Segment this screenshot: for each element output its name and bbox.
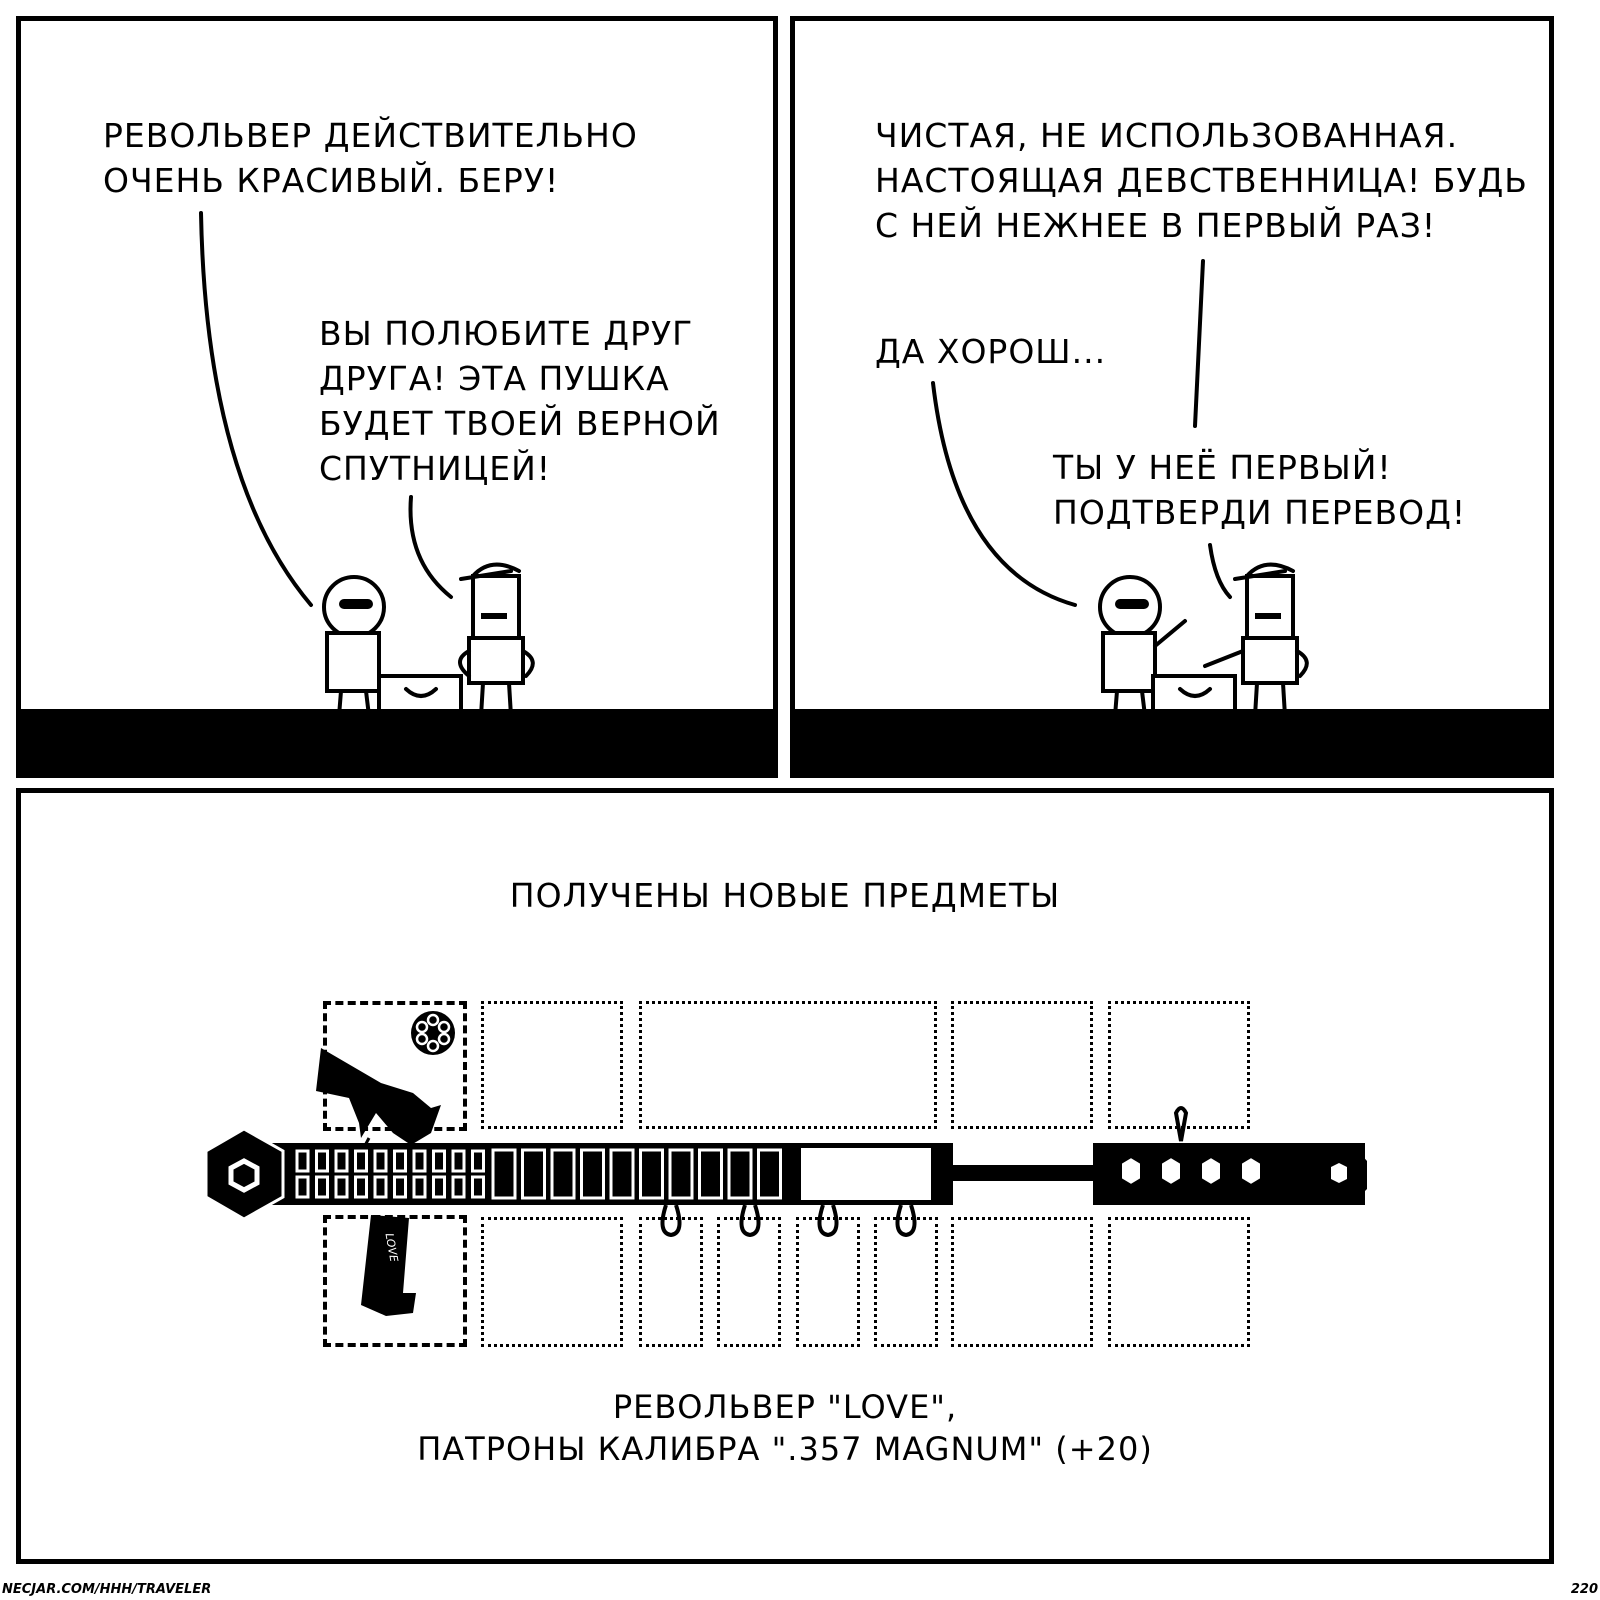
ammo-cell <box>451 1149 466 1173</box>
ammo-cell <box>727 1148 753 1200</box>
ammo-cell <box>609 1148 635 1200</box>
items-line-1: РЕВОЛЬВЕР "LOVE", <box>612 1388 958 1426</box>
ammo-cell <box>668 1148 694 1200</box>
ammo-cell <box>757 1148 782 1200</box>
ammo-cell <box>393 1149 407 1173</box>
ammo-cell <box>315 1149 329 1173</box>
ammo-cell <box>412 1149 427 1173</box>
speech-seller-bottom: ТЫ У НЕЁ ПЕРВЫЙ! ПОДТВЕРДИ ПЕРЕВОД! <box>1053 448 1467 532</box>
ammo-cell <box>354 1175 368 1199</box>
speech-tail <box>1208 543 1232 599</box>
speech-tail <box>408 495 453 599</box>
ammo-cell <box>432 1149 446 1173</box>
ammo-cell <box>393 1175 407 1199</box>
speech-customer: ДА ХОРОШ... <box>875 332 1107 371</box>
inventory-heading: ПОЛУЧЕНЫ НОВЫЕ ПРЕДМЕТЫ <box>509 876 1061 915</box>
inventory-bar <box>204 1011 1367 1316</box>
ammo-cell <box>491 1148 517 1200</box>
ammo-cell <box>295 1175 310 1199</box>
footer-site: NECJAR.COM/HHH/TRAVELER <box>2 1582 212 1597</box>
ammo-cell <box>334 1175 349 1199</box>
inventory-slot[interactable] <box>796 1217 860 1347</box>
cylinder-icon <box>411 1011 455 1055</box>
ammo-cell <box>354 1149 368 1173</box>
ammo-cell <box>580 1148 605 1200</box>
ammo-cell <box>373 1149 388 1173</box>
inventory-slot[interactable] <box>1108 1217 1250 1347</box>
ammo-cell <box>550 1148 576 1200</box>
ground <box>795 709 1549 773</box>
inventory-slot[interactable] <box>639 1217 703 1347</box>
inventory-slot[interactable] <box>717 1217 781 1347</box>
ammo-cell <box>412 1175 427 1199</box>
inventory-slot[interactable] <box>639 1001 937 1129</box>
inventory-slot[interactable] <box>951 1001 1093 1129</box>
ammo-cell <box>432 1175 446 1199</box>
comic-panel-1: РЕВОЛЬВЕР ДЕЙСТВИТЕЛЬНО ОЧЕНЬ КРАСИВЫЙ. … <box>16 16 778 778</box>
ammo-cell <box>451 1175 466 1199</box>
comic-panel-2: ЧИСТАЯ, НЕ ИСПОЛЬЗОВАННАЯ. НАСТОЯЩАЯ ДЕВ… <box>790 16 1554 778</box>
ammo-cell <box>471 1175 485 1199</box>
ammo-cell <box>521 1148 546 1200</box>
ammo-cells <box>295 1148 782 1200</box>
speech-tail <box>199 211 313 607</box>
speech-customer: РЕВОЛЬВЕР ДЕЙСТВИТЕЛЬНО ОЧЕНЬ КРАСИВЫЙ. … <box>103 116 638 200</box>
speech-seller: ВЫ ПОЛЮБИТЕ ДРУГ ДРУГА! ЭТА ПУШКА БУДЕТ … <box>319 314 721 488</box>
inventory-slot[interactable] <box>874 1217 938 1347</box>
hex-badge-icon <box>204 1127 285 1221</box>
speech-tail <box>931 381 1077 607</box>
ammo-cell <box>295 1149 310 1173</box>
inventory-slot[interactable] <box>481 1001 623 1129</box>
speech-tail <box>1193 259 1205 428</box>
scene-illustration <box>931 259 1309 718</box>
ammo-cell <box>334 1149 349 1173</box>
scene-illustration <box>199 211 535 718</box>
ammo-cell <box>639 1148 664 1200</box>
ammo-cell <box>373 1175 388 1199</box>
comic-panel-3: ПОЛУЧЕНЫ НОВЫЕ ПРЕДМЕТЫ <box>16 788 1554 1564</box>
ammo-cell <box>471 1149 485 1173</box>
footer-page-number: 220 <box>1570 1582 1598 1597</box>
ammo-cell <box>698 1148 723 1200</box>
ammo-cell <box>315 1175 329 1199</box>
inventory-slot[interactable] <box>481 1217 623 1347</box>
ground <box>21 709 773 773</box>
items-line-2: ПАТРОНЫ КАЛИБРА ".357 MAGNUM" (+20) <box>417 1430 1153 1468</box>
speech-seller-top: ЧИСТАЯ, НЕ ИСПОЛЬЗОВАННАЯ. НАСТОЯЩАЯ ДЕВ… <box>875 116 1528 245</box>
inventory-slot[interactable] <box>951 1217 1093 1347</box>
